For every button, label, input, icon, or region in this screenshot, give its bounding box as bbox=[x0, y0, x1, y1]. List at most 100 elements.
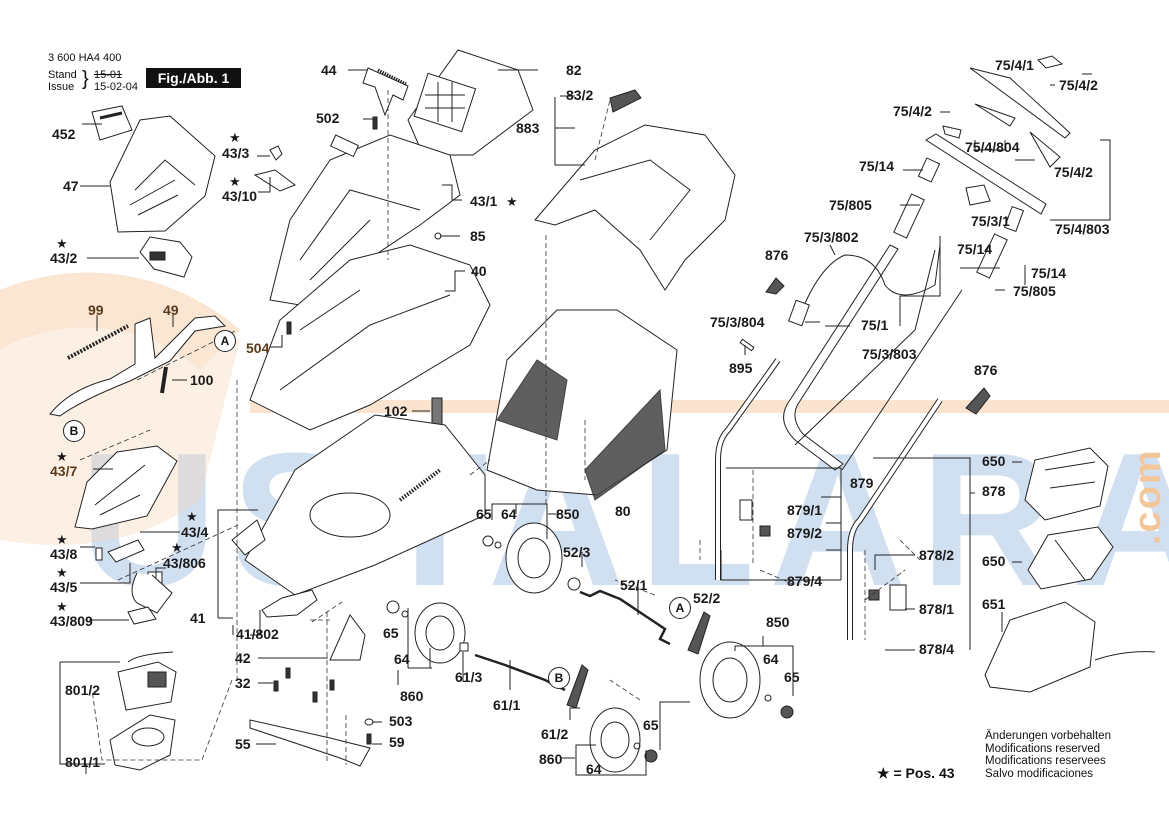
part-878-lower-bar-right bbox=[847, 398, 943, 640]
part-503-washer bbox=[364, 718, 374, 726]
label-801-1: 801/1 bbox=[65, 754, 101, 770]
label-502: 502 bbox=[316, 110, 340, 126]
part-41-deck bbox=[244, 414, 486, 596]
label-75-805-b: 75/805 bbox=[1013, 283, 1056, 299]
label-59: 59 bbox=[389, 734, 405, 750]
part-41-802-flap bbox=[231, 519, 318, 618]
part-43-7-cover bbox=[74, 445, 178, 530]
label-49: 49 bbox=[163, 302, 179, 318]
label-75-4-804: 75/4/804 bbox=[965, 139, 1020, 155]
part-43-10-plate bbox=[253, 169, 297, 192]
star-43-809: ★ bbox=[56, 599, 68, 614]
label-61-1: 61/1 bbox=[493, 697, 521, 713]
label-75-3-802: 75/3/802 bbox=[804, 229, 859, 245]
part-61-2-lever bbox=[566, 664, 589, 709]
label-860-b: 860 bbox=[539, 751, 563, 767]
note-es: Salvo modificaciones bbox=[985, 767, 1094, 780]
label-879-1: 879/1 bbox=[787, 502, 823, 518]
part-55-blade bbox=[249, 719, 371, 767]
label-879: 879 bbox=[850, 475, 874, 491]
label-64-d: 64 bbox=[763, 651, 779, 667]
label-44: 44 bbox=[321, 62, 337, 78]
label-41-802: 41/802 bbox=[236, 626, 279, 642]
label-75-14-c: 75/14 bbox=[1031, 265, 1067, 281]
assembly-lines bbox=[79, 90, 921, 765]
label-43-2: 43/2 bbox=[50, 250, 78, 266]
label-65-d: 65 bbox=[784, 669, 800, 685]
star-43-10: ★ bbox=[229, 174, 241, 189]
label-61-2: 61/2 bbox=[541, 726, 569, 742]
part-878-clamps bbox=[868, 584, 907, 611]
part-801-1-motor bbox=[109, 714, 176, 771]
part-860-wheel-rear-left bbox=[414, 602, 466, 664]
part-75-1-upper-bar bbox=[783, 244, 963, 471]
label-43-4: 43/4 bbox=[181, 524, 209, 540]
part-40-deck bbox=[249, 244, 491, 431]
label-82: 82 bbox=[566, 62, 582, 78]
label-878-2: 878/2 bbox=[919, 547, 955, 563]
callout-b: B bbox=[63, 420, 85, 442]
label-75-3-803: 75/3/803 bbox=[862, 346, 917, 362]
label-75-805-a: 75/805 bbox=[829, 197, 872, 213]
note-fr: Modifications reservees bbox=[985, 755, 1106, 767]
label-43-5: 43/5 bbox=[50, 579, 78, 595]
label-83-2: 83/2 bbox=[566, 87, 594, 103]
star-43-4: ★ bbox=[186, 509, 198, 524]
issue-label: Issue bbox=[48, 81, 75, 93]
label-43-1: 43/1 bbox=[470, 193, 498, 209]
part-850-wheel-front-right bbox=[699, 641, 761, 719]
label-75-3-1: 75/3/1 bbox=[971, 213, 1010, 229]
part-879-lower-bar-left bbox=[715, 358, 781, 580]
part-75-3-804-clamp bbox=[788, 299, 810, 327]
label-43-3: 43/3 bbox=[222, 145, 250, 161]
part-860-wheel-rear-right bbox=[589, 707, 641, 773]
star-43-8: ★ bbox=[56, 532, 68, 547]
callout-b-2: B bbox=[548, 667, 570, 689]
figure-label: Fig./Abb. 1 bbox=[146, 68, 241, 88]
note-de: Änderungen vorbehalten bbox=[985, 730, 1111, 742]
label-65-b: 65 bbox=[383, 625, 399, 641]
label-52-2: 52/2 bbox=[693, 590, 721, 606]
part-879-clamps bbox=[739, 499, 771, 537]
label-52-3: 52/3 bbox=[563, 544, 591, 560]
part-82-flap bbox=[407, 49, 534, 156]
label-41: 41 bbox=[190, 610, 206, 626]
part-44-handle bbox=[362, 67, 409, 117]
label-75-4-1: 75/4/1 bbox=[995, 57, 1034, 73]
star-43-2: ★ bbox=[56, 236, 68, 251]
label-42: 42 bbox=[235, 650, 251, 666]
part-801-2-electronics bbox=[117, 651, 177, 711]
doc-number: 3 600 HA4 400 bbox=[48, 52, 122, 64]
part-452-badge bbox=[91, 105, 133, 141]
label-75-14-a: 75/14 bbox=[859, 158, 895, 174]
label-52-1: 52/1 bbox=[620, 577, 648, 593]
part-52-2-lever bbox=[687, 611, 711, 655]
label-452: 452 bbox=[52, 126, 76, 142]
part-59-bolt bbox=[366, 733, 372, 745]
part-883-handle-cover bbox=[534, 124, 736, 291]
part-43-4-clip bbox=[107, 539, 145, 563]
label-75-3-804: 75/3/804 bbox=[710, 314, 765, 330]
part-47-cover bbox=[109, 115, 216, 233]
note-en: Modifications reserved bbox=[985, 742, 1101, 755]
leader-lines bbox=[80, 69, 1111, 776]
label-850-b: 850 bbox=[766, 614, 790, 630]
part-43-3-key bbox=[269, 145, 283, 161]
star-43-1: ★ bbox=[506, 194, 518, 209]
label-64-b: 64 bbox=[394, 651, 410, 667]
label-85: 85 bbox=[470, 228, 486, 244]
modification-notes: Änderungen vorbehalten Modifications res… bbox=[985, 730, 1111, 780]
label-876-b: 876 bbox=[974, 362, 998, 378]
part-651-charger bbox=[984, 601, 1156, 693]
label-43-806: 43/806 bbox=[163, 555, 206, 571]
part-75-3-1-lock bbox=[965, 184, 991, 206]
label-75-4-2-a: 75/4/2 bbox=[1059, 77, 1098, 93]
callout-a-2: A bbox=[669, 597, 691, 619]
part-876-knobs bbox=[765, 277, 991, 415]
label-878-4: 878/4 bbox=[919, 641, 955, 657]
part-75-4-803-top-handle bbox=[925, 133, 1047, 233]
part-75-4-1-button bbox=[1037, 55, 1064, 69]
label-883: 883 bbox=[516, 120, 540, 136]
label-504: 504 bbox=[246, 340, 270, 356]
label-99: 99 bbox=[88, 302, 104, 318]
